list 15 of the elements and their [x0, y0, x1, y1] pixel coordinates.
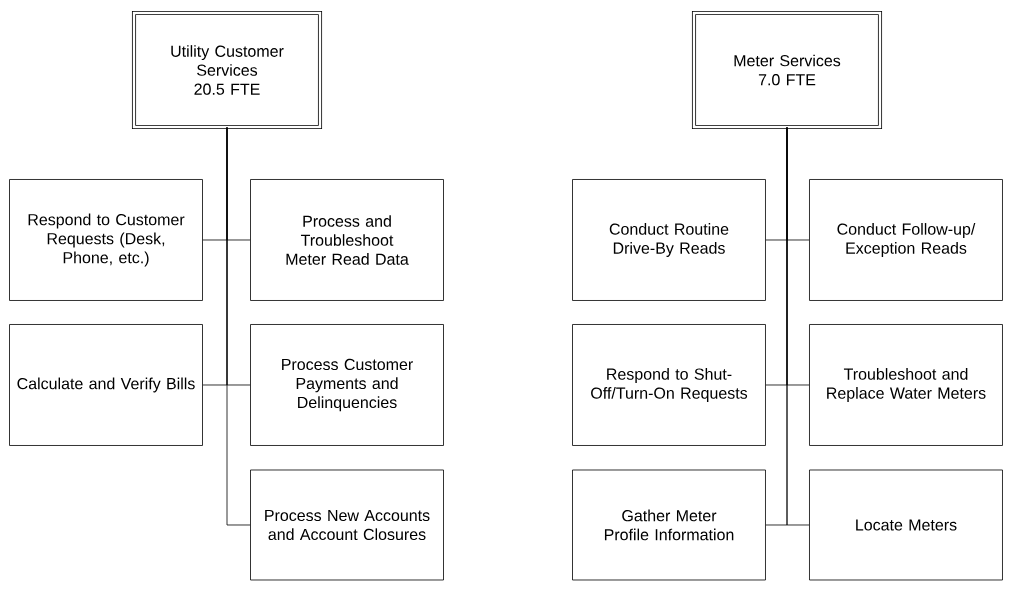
title-box: Utility Customer Services 20.5 FTE — [131, 10, 323, 130]
task-box: Respond to Customer Requests (Desk, Phone, etc.) — [9, 179, 203, 301]
connector-line — [786, 127, 810, 526]
task-box: Calculate and Verify Bills — [9, 324, 203, 446]
task-box: Troubleshoot and Replace Water Meters — [809, 324, 1003, 446]
task-box: Conduct Routine Drive-By Reads — [572, 179, 766, 301]
task-box: Process Customer Payments and Delinquencies — [250, 324, 444, 446]
task-box: Respond to Shut-Off/Turn-On Requests — [572, 324, 766, 446]
task-box: Process and Troubleshoot Meter Read Data — [250, 179, 444, 301]
task-box: Locate Meters — [809, 469, 1003, 581]
connector-line — [226, 127, 251, 526]
title-box: Meter Services 7.0 FTE — [691, 10, 883, 130]
task-box: Conduct Follow-up/ Exception Reads — [809, 179, 1003, 301]
task-box: Process New Accounts and Account Closures — [250, 469, 444, 581]
task-box: Gather Meter Profile Information — [572, 469, 766, 581]
